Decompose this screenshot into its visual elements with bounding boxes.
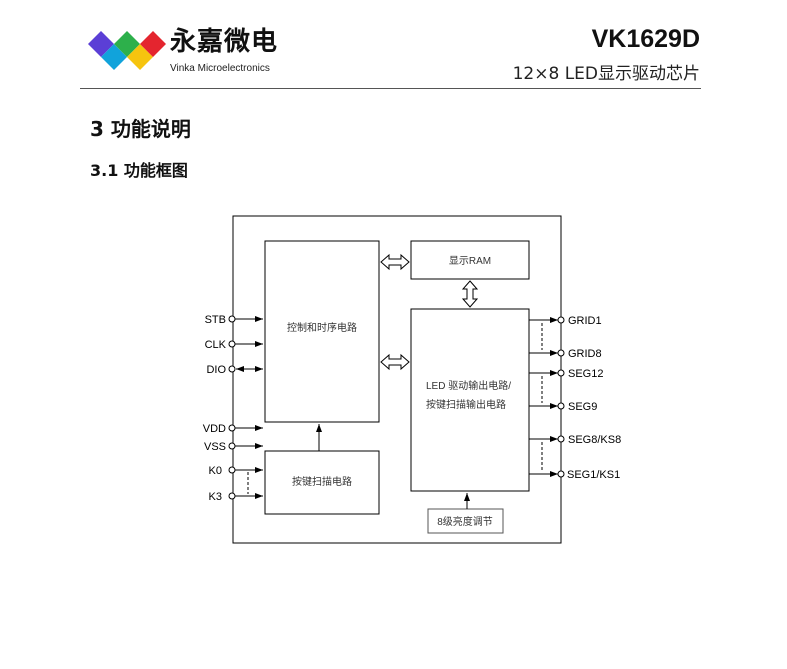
pin-label: VSS <box>204 441 226 453</box>
control-block-label: 控制和时序电路 <box>287 321 357 334</box>
brightness-block-label: 8级亮度调节 <box>437 515 493 528</box>
pin-label: GRID1 <box>568 315 602 327</box>
document-subtitle: 12×8 LED显示驱动芯片 <box>512 64 700 84</box>
pin-label: K0 <box>209 465 222 477</box>
brand-name-en: Vinka Microelectronics <box>170 63 270 74</box>
pin-label: DIO <box>206 364 226 376</box>
ram-block <box>410 240 530 280</box>
section-heading: 3 功能说明 <box>90 117 191 141</box>
pin-label: STB <box>205 314 226 326</box>
pin-label: GRID8 <box>568 348 602 360</box>
pin-label: SEG1/KS1 <box>567 469 620 481</box>
brightness-block <box>427 508 504 534</box>
pin-label: SEG9 <box>568 401 597 413</box>
pin-label: K3 <box>209 491 222 503</box>
brand-name-cn: 永嘉微电 <box>170 27 279 57</box>
driver-block-label: LED 驱动输出电路/ <box>426 379 511 392</box>
control-block <box>264 240 380 423</box>
chip-outline <box>232 215 562 544</box>
pin-label: SEG12 <box>568 368 603 380</box>
ram-block-label: 显示RAM <box>449 255 491 267</box>
vinka-logo-icon <box>88 31 166 70</box>
pin-label: CLK <box>205 339 227 351</box>
pin-label: VDD <box>203 423 226 435</box>
bus-arrow-control-ram <box>380 253 410 271</box>
header-divider <box>80 88 701 89</box>
keyscan-block-label: 按键扫描电路 <box>292 475 352 488</box>
subsection-heading: 3.1 功能框图 <box>90 161 188 180</box>
driver-block <box>410 308 530 492</box>
pin-label: SEG8/KS8 <box>568 434 621 446</box>
driver-block-label: 按键扫描输出电路 <box>426 398 506 411</box>
bus-arrow-ram-driver <box>461 280 479 308</box>
bus-arrow-control-driver <box>380 353 410 371</box>
keyscan-block <box>264 450 380 515</box>
document-title: VK1629D <box>591 25 700 53</box>
